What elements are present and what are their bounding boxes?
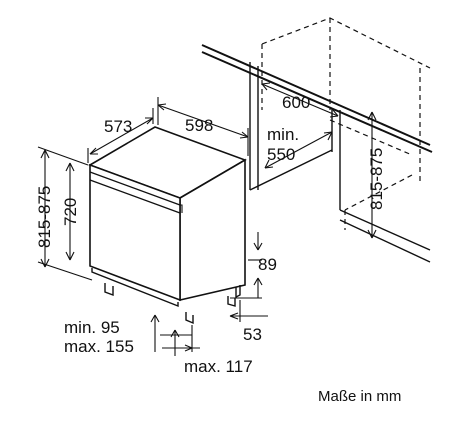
- label-height-815-875: 815-875: [35, 186, 54, 248]
- dimension-plinth-89: [230, 232, 263, 299]
- label-plinth-max: max. 155: [64, 337, 134, 356]
- dimension-height-720: [65, 162, 75, 261]
- dimension-niche-width-600: [261, 82, 339, 118]
- adjustable-feet: [104, 283, 236, 325]
- unit-note: Maße in mm: [318, 388, 401, 405]
- dimension-niche-height-815-875: [367, 111, 377, 239]
- dimension-width-598: [157, 97, 249, 156]
- label-height-720: 720: [61, 198, 80, 226]
- label-plinth-89: 89: [258, 255, 277, 274]
- label-foot-53: 53: [243, 325, 262, 344]
- label-niche-depth-550: 550: [267, 145, 295, 164]
- dimension-plinth-min-max: [150, 314, 192, 356]
- dimension-depth-573: [87, 108, 154, 163]
- niche-side-wall: [249, 62, 431, 263]
- dimension-height-815-875: [37, 146, 93, 281]
- label-niche-depth-min: min.: [267, 125, 299, 144]
- label-niche-height-815-875: 815-875: [367, 148, 386, 210]
- dishwasher-body: [88, 126, 247, 308]
- label-depth-573: 573: [104, 117, 132, 136]
- dimension-foot-53: [229, 300, 268, 322]
- label-plinth-depth-117: max. 117: [184, 357, 253, 376]
- label-niche-width-600: 600: [282, 93, 310, 112]
- dimension-niche-depth-550: [264, 131, 333, 169]
- dimension-plinth-depth-117: [162, 325, 200, 352]
- label-width-598: 598: [185, 116, 213, 135]
- label-plinth-min: min. 95: [64, 318, 120, 337]
- niche-worktop: [201, 17, 433, 230]
